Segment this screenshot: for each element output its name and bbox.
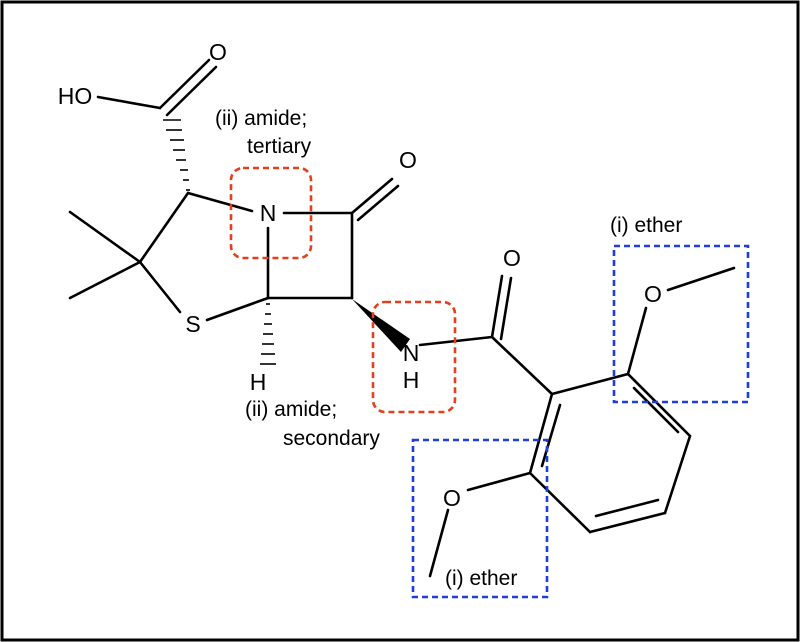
bond-c-o-amide-b [499, 276, 513, 341]
ring-bond-5 [528, 471, 592, 534]
bond-o-me-lower [428, 508, 450, 578]
ring-bond-3 [663, 434, 692, 515]
ring-bond-6 [528, 392, 554, 475]
atom-n-amide: N [403, 340, 420, 366]
bold-wedge-nh [352, 299, 410, 352]
ring-bond-2-inner [632, 386, 680, 434]
ether-upper-highlight [612, 244, 750, 404]
bond-o-me-upper [666, 266, 736, 292]
bond-layer [68, 58, 736, 578]
bond-c2-c3 [138, 191, 190, 264]
ring-bond-1 [550, 372, 630, 396]
atom-o-acid: O [209, 39, 227, 65]
ether-lower-highlight [411, 438, 549, 599]
atom-o-amide: O [503, 245, 521, 271]
bond-ho-c [96, 95, 162, 110]
bond-c7-o-a [350, 177, 394, 215]
bond-c3-me2 [68, 260, 142, 300]
bond-s-c5 [205, 296, 270, 322]
ring-bond-2 [626, 372, 692, 438]
label-amide-secondary-line2: secondary [283, 427, 380, 450]
atom-o-ether-upper: O [644, 281, 662, 307]
label-amide-tertiary-line2: tertiary [247, 135, 312, 158]
atom-s-ring: S [185, 311, 200, 337]
atom-n-ring: N [260, 200, 277, 226]
bond-aryl-o-upper [626, 306, 648, 376]
ring-bond-4 [588, 511, 667, 534]
bond-c-aryl [490, 335, 554, 396]
bond-c3-me1 [68, 210, 142, 264]
label-amide-tertiary-line1: (ii) amide; [215, 107, 307, 130]
bond-aryl-o-lower [466, 471, 532, 492]
bond-c-o-double-a [158, 58, 211, 110]
amide-secondary-highlight [371, 300, 457, 414]
atom-h-bridge: H [250, 369, 267, 395]
atom-layer: O HO N O S H N H O O O [58, 39, 662, 511]
label-ether-lower: (i) ether [445, 567, 517, 590]
bond-c7-o-b [356, 184, 400, 222]
hashed-wedge-carboxyl [163, 119, 190, 191]
atom-h-amide: H [403, 367, 420, 393]
bond-c-o-amide-a [490, 274, 504, 339]
atom-o-lactam: O [399, 147, 417, 173]
ring-bond-6-inner [540, 403, 562, 468]
bond-c2-n [186, 191, 254, 213]
atom-o-ether-lower: O [443, 485, 461, 511]
label-ether-upper: (i) ether [610, 214, 682, 237]
label-amide-secondary-line1: (ii) amide; [245, 398, 337, 421]
ring-bond-4-inner [594, 498, 660, 518]
hashed-wedge-h [260, 303, 276, 365]
bond-c-o-double-b [165, 65, 218, 117]
bond-c3-s [138, 260, 182, 314]
atom-hydroxyl: HO [58, 83, 93, 109]
annotation-layer: (ii) amide; tertiary (ii) amide; seconda… [215, 107, 682, 590]
